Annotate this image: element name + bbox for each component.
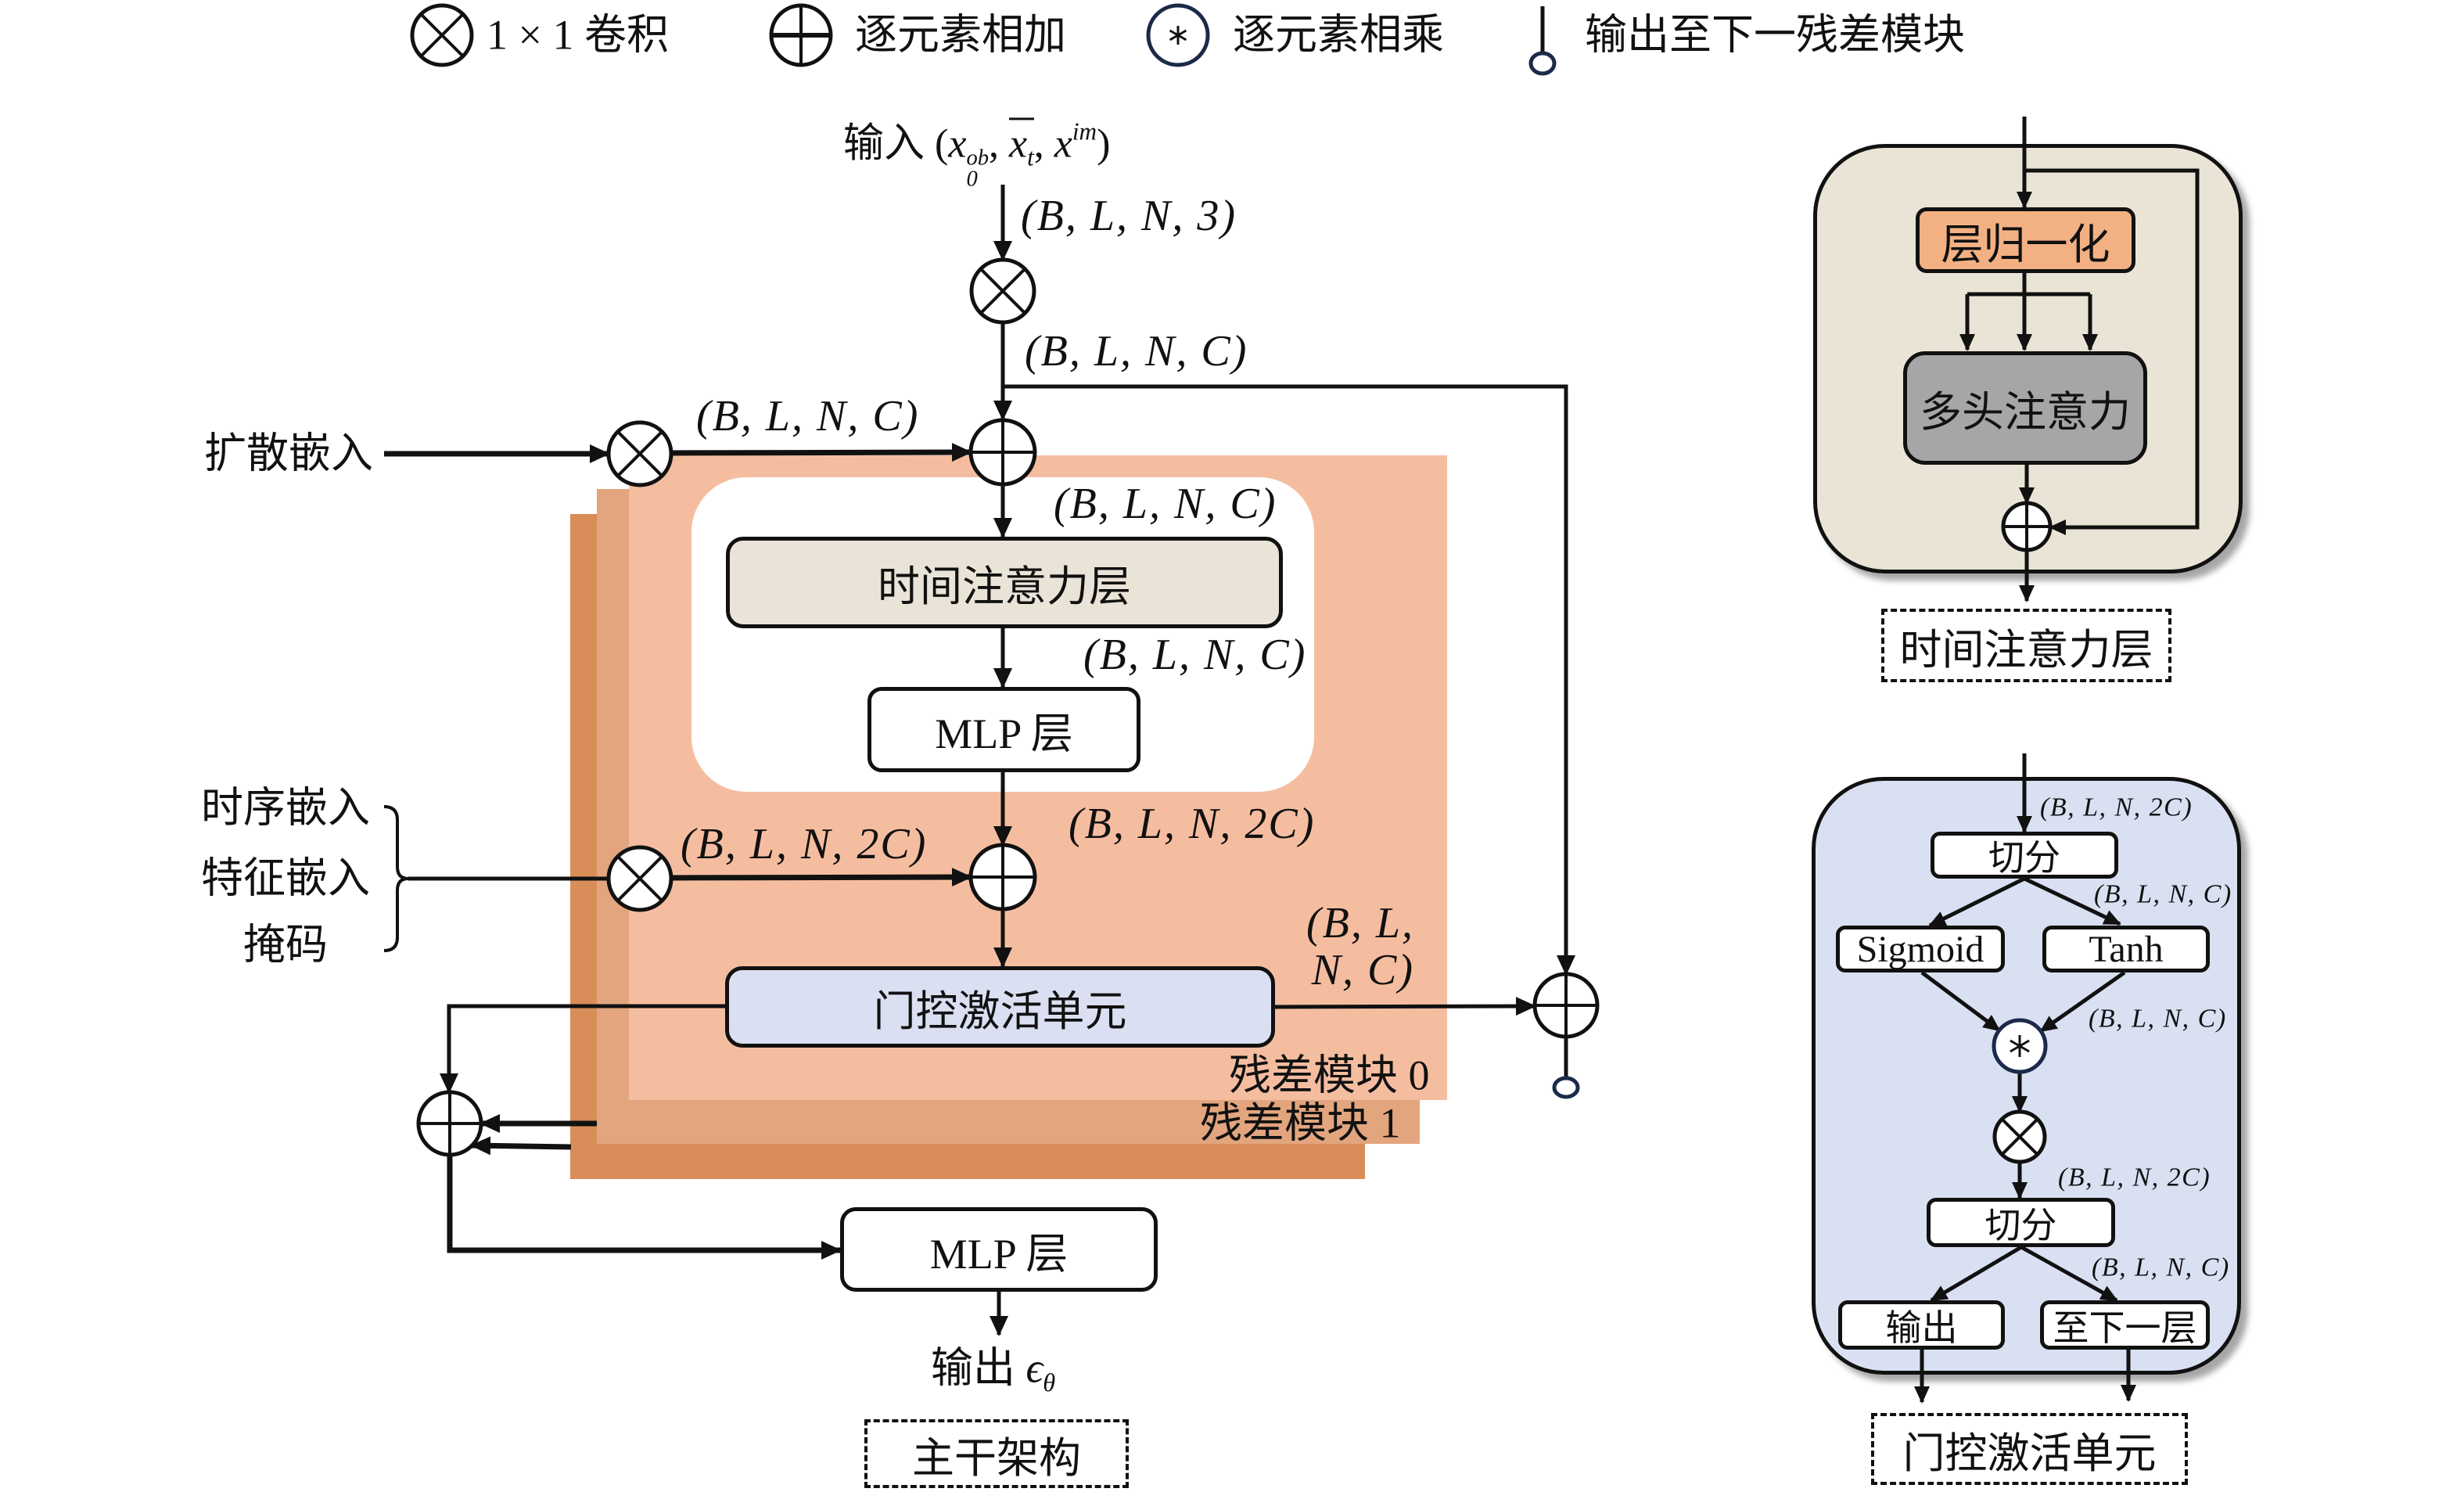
output-symbol: ϵ xyxy=(1025,1344,1043,1392)
conditional-conv-1x1-icon xyxy=(606,845,673,912)
gau-shape-label-after-conv: (B, L, N, 2C) xyxy=(2058,1163,2211,1192)
tanh-box: Tanh xyxy=(2042,926,2210,972)
legend-conv-label: 1 × 1 卷积 xyxy=(487,11,669,59)
arrow-skip-sum-to-output-mlp xyxy=(447,1155,842,1260)
mlp-layer-box: MLP 层 xyxy=(867,687,1140,772)
conditional-add-icon xyxy=(968,843,1037,911)
gau-shape-label-after-second-split: (B, L, N, C) xyxy=(2092,1253,2230,1282)
input-conv-1x1-icon xyxy=(969,257,1036,325)
ta-add-icon xyxy=(2001,501,2053,552)
legend-elementwise-add-icon xyxy=(769,3,833,67)
arrow-second-split-to-output xyxy=(1930,1245,2023,1303)
output-symbol-sub: θ xyxy=(1043,1368,1056,1397)
formula-close-paren: ) xyxy=(1097,121,1111,167)
feature-embedding-label: 特征嵌入 xyxy=(201,854,370,902)
gau-output-box: 输出 xyxy=(1838,1300,2005,1350)
residual-block-1-label: 残差模块 1 xyxy=(1200,1099,1401,1147)
split-box: 切分 xyxy=(1931,832,2118,879)
legend-output-to-next-block-icon xyxy=(1528,6,1557,76)
arrow-sigmoid-to-multiply xyxy=(1920,970,2001,1033)
residual-add-icon xyxy=(1532,972,1600,1039)
sigmoid-box: Sigmoid xyxy=(1836,926,2005,972)
legend-conv-1x1-icon xyxy=(410,3,474,67)
shape-label-after-input-conv: (B, L, N, C) xyxy=(1025,327,1248,376)
arrow-block2-skip-to-sum xyxy=(470,1136,572,1156)
temporal-attention-layer-box: 时间注意力层 xyxy=(726,537,1283,628)
gau-multiply-icon xyxy=(1992,1018,2048,1074)
shape-label-diffusion-embedding: (B, L, N, C) xyxy=(696,392,920,441)
gau-shape-label-after-activations: (B, L, N, C) xyxy=(2089,1004,2227,1034)
formula-term-observed-sup: ob xyxy=(966,146,990,171)
diffusion-embedding-label: 扩散嵌入 xyxy=(204,430,373,477)
output-to-next-block-icon xyxy=(1552,1076,1580,1099)
arrow-conditional-conv-to-add xyxy=(670,868,972,887)
shape-label-after-diffusion-add: (B, L, N, C) xyxy=(1054,480,1277,529)
diffusion-add-icon xyxy=(968,418,1037,487)
input-label: 输入 xyxy=(843,121,925,167)
output-label: 输出 xyxy=(931,1344,1015,1392)
arrow-split-to-sigmoid xyxy=(1928,876,2026,928)
arrow-gated-unit-to-skip-sum xyxy=(440,1004,725,1094)
legend-add-label: 逐元素相加 xyxy=(855,11,1066,59)
residual-block-0-label: 残差模块 0 xyxy=(1229,1052,1430,1099)
to-next-layer-box: 至下一层 xyxy=(2040,1300,2210,1350)
gated-activation-unit-box: 门控激活单元 xyxy=(725,966,1275,1048)
formula-term-observed: x xyxy=(948,121,967,167)
diffusion-conv-1x1-icon xyxy=(606,420,673,487)
shape-label-conditional-inputs: (B, L, N, 2C) xyxy=(681,820,928,869)
second-split-box: 切分 xyxy=(1927,1198,2115,1247)
gated-activation-caption: 门控激活单元 xyxy=(1871,1413,2188,1485)
arrow-tanh-to-multiply xyxy=(2039,970,2126,1034)
shape-label-after-mlp: (B, L, N, 2C) xyxy=(1069,800,1316,849)
shape-label-input: (B, L, N, 3) xyxy=(1021,192,1237,241)
arrow-split-to-tanh xyxy=(2023,876,2121,926)
ta-residual-connection xyxy=(2024,168,2200,535)
skip-sum-add-icon xyxy=(416,1090,483,1157)
formula-term-observed-sub: 0 xyxy=(966,167,978,192)
output-mlp-layer-box: MLP 层 xyxy=(840,1207,1158,1292)
arrow-gated-unit-to-residual-add xyxy=(1274,997,1536,1016)
formula-term-imputed: x xyxy=(1054,121,1072,167)
legend-elementwise-multiply-icon xyxy=(1146,3,1210,67)
gau-shape-label-after-split: (B, L, N, C) xyxy=(2094,879,2232,909)
output-label-group: 输出 ϵθ xyxy=(931,1344,1056,1398)
layer-norm-box: 层归一化 xyxy=(1916,207,2135,273)
formula-term-noisy: xt xyxy=(1009,117,1034,171)
formula-separator: , xyxy=(989,121,1010,167)
gau-shape-label-input: (B, L, N, 2C) xyxy=(2040,793,2193,822)
shape-label-gated-output: (B, L, N, C) xyxy=(1306,899,1414,994)
conditional-inputs-brace xyxy=(383,805,409,952)
backbone-caption: 主干架构 xyxy=(864,1419,1129,1488)
temporal-embedding-label: 时序嵌入 xyxy=(201,784,370,832)
arrow-diffusion-conv-to-add xyxy=(670,443,972,462)
formula-term-imputed-sup: im xyxy=(1072,117,1097,146)
temporal-attention-caption: 时间注意力层 xyxy=(1881,609,2171,682)
multi-head-attention-box: 多头注意力 xyxy=(1903,351,2147,465)
skip-connection-to-output-add xyxy=(1003,384,1575,976)
legend-output-label: 输出至下一残差模块 xyxy=(1585,11,1965,59)
formula-open-paren: ( xyxy=(935,121,949,167)
mask-label: 掩码 xyxy=(243,921,328,969)
shape-label-after-temporal-attention: (B, L, N, C) xyxy=(1083,631,1307,680)
arrow-second-split-to-next-layer xyxy=(2020,1245,2118,1303)
gau-conv-1x1-icon xyxy=(1992,1109,2047,1164)
legend-multiply-label: 逐元素相乘 xyxy=(1233,11,1444,59)
formula-separator: , xyxy=(1033,121,1054,167)
